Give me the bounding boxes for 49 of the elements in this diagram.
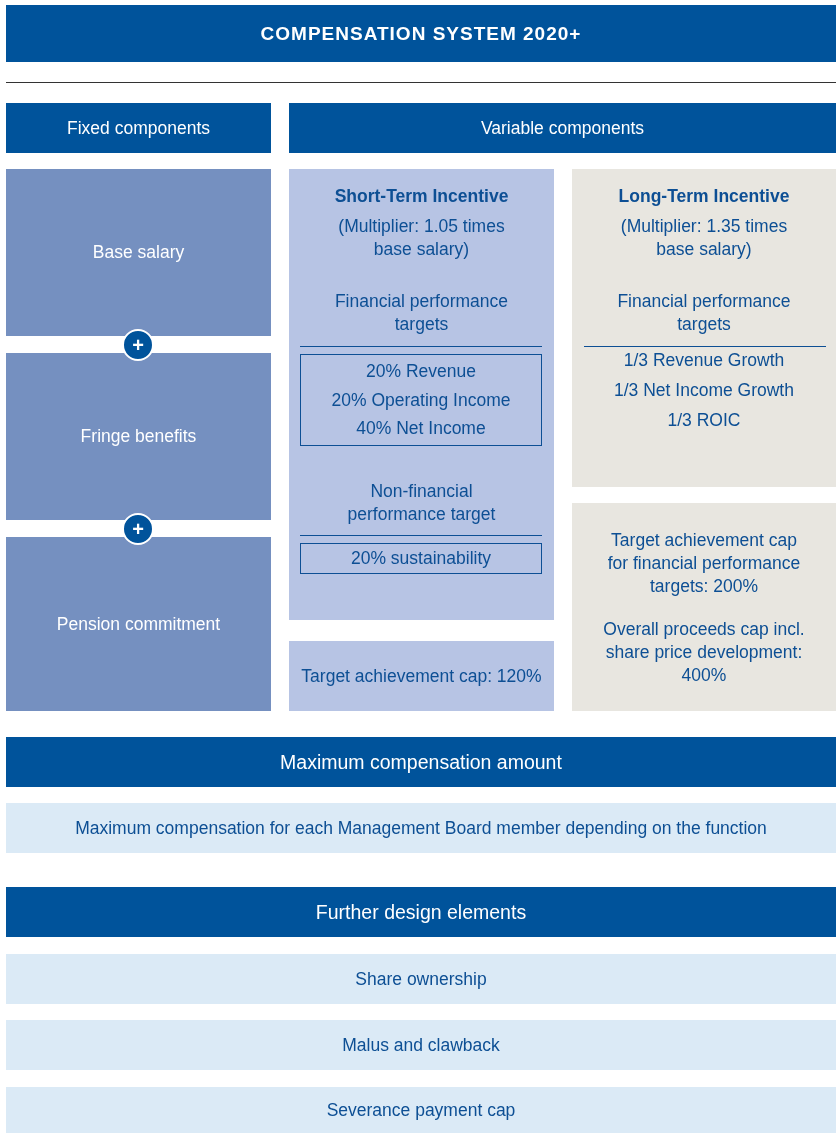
header-band <box>6 103 271 153</box>
info-box <box>6 1087 836 1133</box>
info-box <box>6 954 836 1004</box>
target-box <box>300 543 542 574</box>
panel-text: Non-financial performance target <box>346 480 497 526</box>
info-box <box>6 1020 836 1070</box>
panel-text: Target achievement cap for financial performance targets: 200% <box>606 529 802 598</box>
header-text: Variable components <box>479 116 646 140</box>
box-text: Pension commitment <box>55 612 222 636</box>
box-text: Base salary <box>91 241 186 264</box>
panel-heading: Long-Term Incentive <box>617 185 791 208</box>
panel-text: 1/3 Net Income Growth <box>613 379 795 402</box>
info-box <box>6 803 836 853</box>
header-band <box>6 887 836 937</box>
header-band <box>289 103 836 153</box>
box-text: Severance payment cap <box>325 1098 517 1122</box>
target-box <box>300 354 542 446</box>
component-box <box>6 537 271 711</box>
header-band <box>6 5 836 62</box>
plus-sign: + <box>131 517 145 541</box>
box-text: 20% sustainability <box>349 547 493 570</box>
component-box <box>6 169 271 336</box>
incentive-panel <box>572 503 836 711</box>
box-text: Target achievement cap: 120% <box>300 664 543 688</box>
header-text: Fixed components <box>66 116 211 140</box>
panel-text: Overall proceeds cap incl. share price development: 400% <box>602 618 806 687</box>
panel-heading: Short-Term Incentive <box>333 185 510 208</box>
panel-text: (Multiplier: 1.05 times base salary) <box>337 215 506 261</box>
box-text: Malus and clawback <box>341 1033 501 1057</box>
header-band <box>6 737 836 787</box>
header-text: Maximum compensation amount <box>279 750 563 774</box>
incentive-panel <box>572 169 836 487</box>
box-text: Maximum compensation for each Management Board member depending on the function <box>74 816 768 840</box>
incentive-panel <box>289 641 554 711</box>
box-text: Share ownership <box>354 967 488 991</box>
box-text: 40% Net Income <box>355 416 487 440</box>
panel-text: (Multiplier: 1.35 times base salary) <box>619 215 789 261</box>
incentive-panel <box>289 169 554 620</box>
panel-text: 1/3 ROIC <box>666 409 742 432</box>
header-text: Further design elements <box>314 900 528 924</box>
panel-text: Financial performance targets <box>333 290 510 336</box>
box-text: 20% Revenue <box>365 360 477 384</box>
panel-text: Financial performance targets <box>616 290 792 336</box>
component-box <box>6 353 271 520</box>
box-text: 20% Operating Income <box>330 388 512 412</box>
box-text: Fringe benefits <box>79 425 198 448</box>
panel-text: 1/3 Revenue Growth <box>622 349 786 372</box>
header-text: COMPENSATION SYSTEM 2020+ <box>259 22 583 45</box>
plus-sign: + <box>131 333 145 357</box>
